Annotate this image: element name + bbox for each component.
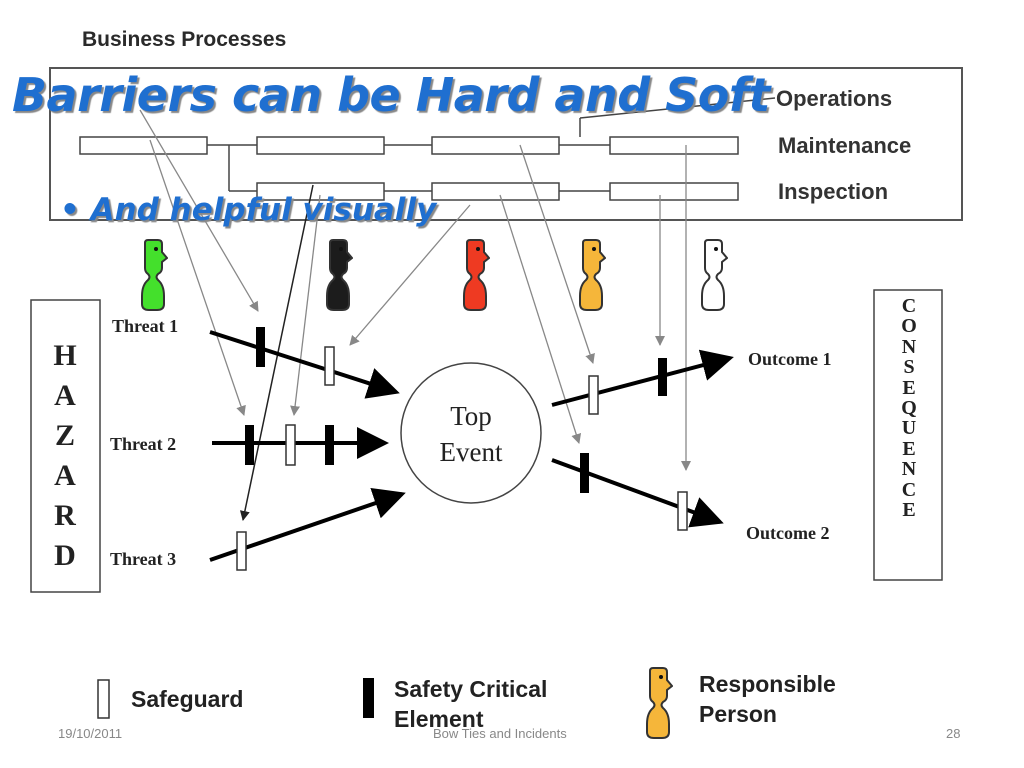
- consequence-letter: N: [901, 335, 917, 358]
- consequence-letter: S: [903, 356, 915, 379]
- responsible-person-icon: [140, 239, 168, 311]
- threat-label-2: Threat 2: [110, 434, 177, 454]
- safety-critical-bar: [658, 358, 667, 396]
- legend-responsible-label: Responsible Person: [699, 669, 836, 729]
- consequence-letter: N: [901, 458, 917, 481]
- footer-page-number: 28: [946, 726, 961, 741]
- process-box: [609, 182, 739, 201]
- bullet-item: • And helpful visually: [60, 192, 437, 228]
- influence-arrows: [139, 109, 691, 471]
- process-box: [431, 136, 560, 155]
- hazard-letter: A: [54, 379, 76, 412]
- business-processes-title: Business Processes: [82, 28, 287, 51]
- outcome-label-1: Outcome 1: [748, 349, 832, 369]
- safety-critical-bar: [256, 327, 265, 367]
- safeguard-bar: [236, 531, 247, 571]
- safety-critical-elements: [245, 327, 667, 493]
- process-box: [256, 136, 385, 155]
- hazard-letter: A: [54, 459, 76, 492]
- footer-title: Bow Ties and Incidents: [433, 726, 567, 741]
- hazard-letter: Z: [54, 419, 75, 452]
- lane-label-maintenance: Maintenance: [778, 133, 912, 158]
- safety-critical-bar: [245, 425, 254, 465]
- safeguard-bar: [677, 491, 688, 531]
- top-event-circle: [400, 362, 542, 504]
- hazard-box: [30, 299, 101, 593]
- legend-safeguard-icon: [97, 679, 110, 719]
- consequence-letter: O: [901, 315, 917, 338]
- legend-person-icon: [645, 666, 673, 740]
- consequence-letter: C: [901, 478, 917, 501]
- top-event-label: Top Event: [406, 398, 536, 470]
- hazard-letter: D: [54, 539, 76, 572]
- outcome-label-2: Outcome 2: [746, 523, 830, 543]
- process-box: [431, 182, 560, 201]
- safeguard-bar: [324, 346, 335, 386]
- safeguard-bar: [285, 424, 296, 466]
- responsible-person-icon: [462, 239, 490, 311]
- top-event-line-2: Event: [439, 437, 503, 467]
- legend-responsible-line-2: Person: [699, 701, 777, 727]
- business-processes-frame: [49, 67, 963, 221]
- safeguard-bar: [588, 375, 599, 415]
- lane-label-inspection: Inspection: [778, 179, 889, 204]
- consequence-letter: E: [902, 499, 916, 522]
- legend-safety-critical-line-1: Safety Critical: [394, 676, 548, 702]
- slide-title: Barriers can be Hard and Soft: [12, 68, 770, 122]
- legend-safety-critical-label: Safety Critical Element: [394, 674, 547, 734]
- threat-label-3: Threat 3: [110, 549, 177, 569]
- threat-label-1: Threat 1: [112, 316, 179, 336]
- hazard-letter: R: [54, 499, 76, 532]
- footer-date: 19/10/2011: [58, 726, 123, 741]
- responsible-persons: [140, 239, 728, 311]
- consequence-letter: E: [902, 376, 916, 399]
- lane-label-operations: Operations: [776, 86, 893, 111]
- consequence-letter: U: [901, 417, 917, 440]
- responsible-person-icon: [325, 239, 353, 311]
- consequence-box: [873, 289, 943, 581]
- responsible-person-icon: [578, 239, 606, 311]
- process-boxes: [79, 136, 739, 201]
- legend-safety-critical-line-2: Element: [394, 706, 484, 732]
- bullet-text: And helpful visually: [90, 192, 437, 228]
- legend-responsible-line-1: Responsible: [699, 671, 836, 697]
- hazard-letter: H: [53, 339, 77, 372]
- consequence-letter: Q: [901, 397, 917, 420]
- legend-safeguard-label: Safeguard: [131, 686, 244, 712]
- consequence-letter: E: [902, 437, 916, 460]
- process-connectors: [207, 97, 776, 192]
- legend-safety-critical-icon: [363, 678, 374, 718]
- consequence-letter: C: [901, 295, 917, 317]
- responsible-person-icon: [700, 239, 728, 311]
- safety-critical-bar: [325, 425, 334, 465]
- process-box: [609, 136, 739, 155]
- safety-critical-bar: [580, 453, 589, 493]
- process-box: [79, 136, 208, 155]
- safeguards: [236, 346, 688, 571]
- top-event-line-1: Top: [450, 401, 492, 431]
